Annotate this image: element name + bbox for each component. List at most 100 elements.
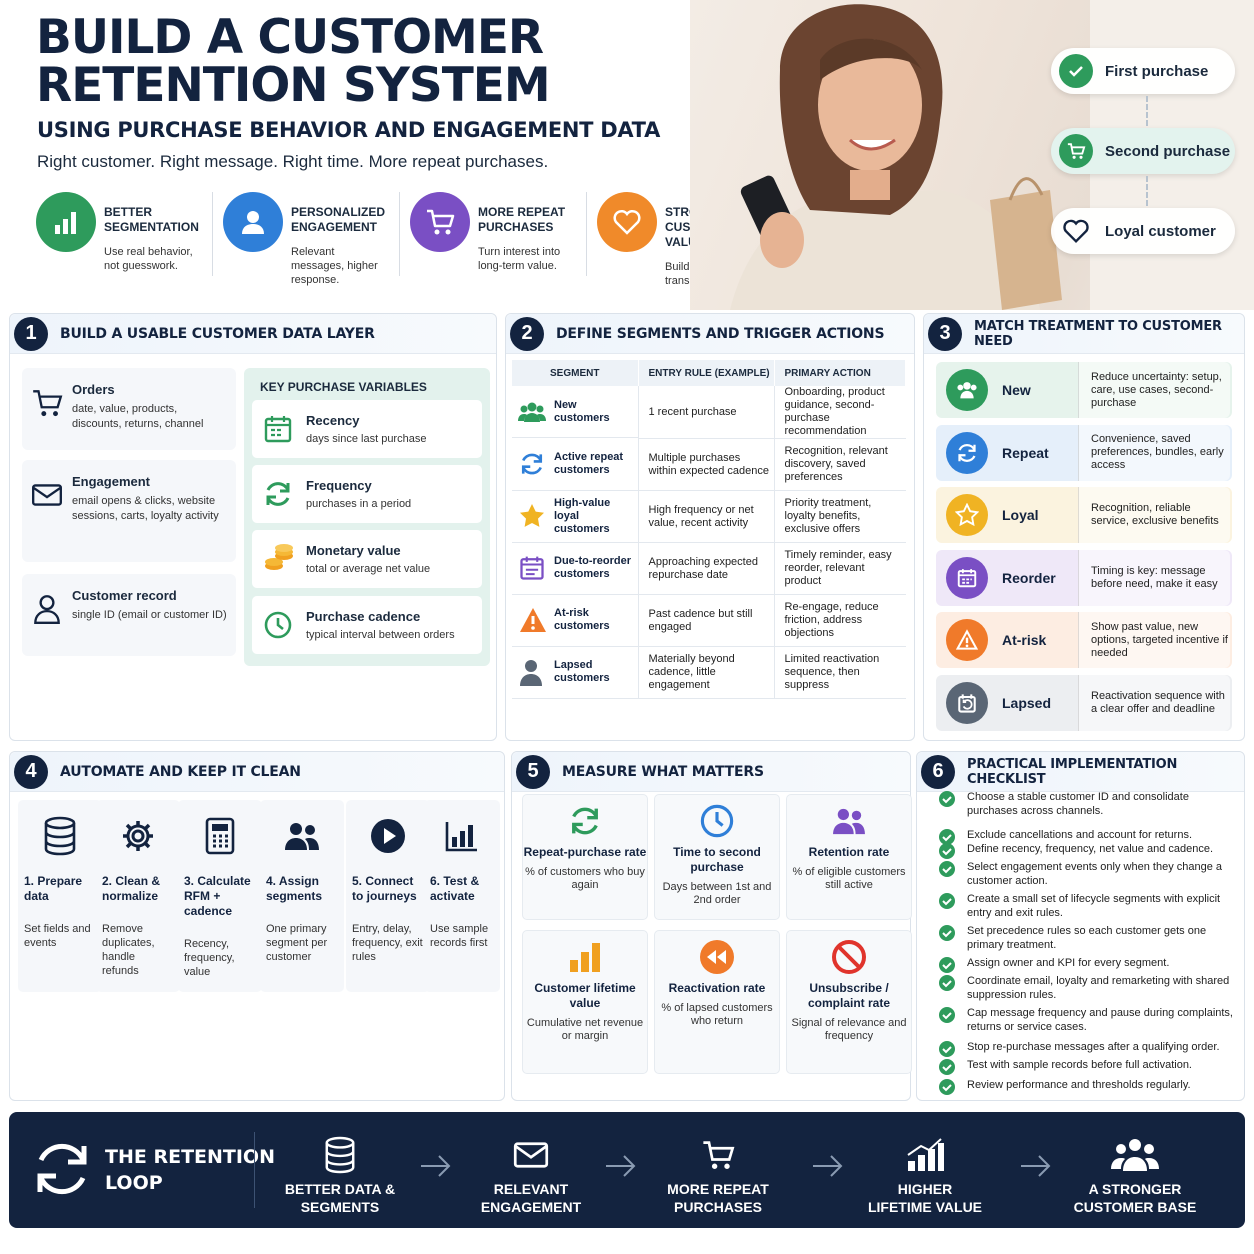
primary-action: Timely reminder, easy reorder, relevant … (774, 542, 906, 595)
kpi-title: Customer lifetime value (534, 981, 636, 1010)
loop-icon (31, 1138, 93, 1200)
page-title: BUILD A CUSTOMER RETENTION SYSTEM (36, 10, 551, 113)
loop-step-label: BETTER DATA & SEGMENTS (284, 1181, 396, 1215)
check-circle-icon (939, 829, 967, 845)
variables-header: KEY PURCHASE VARIABLES (260, 380, 427, 394)
warning-icon (518, 606, 554, 634)
refresh-icon (262, 478, 306, 510)
warning-icon (946, 619, 988, 661)
envelope-icon (30, 478, 72, 512)
variable-title: Recency (306, 413, 360, 428)
coins-icon (262, 542, 306, 576)
checklist-text: Set precedence rules so each customer ge… (967, 925, 1207, 951)
primary-action: Recognition, relevant discovery, saved p… (774, 438, 906, 491)
check-icon (1059, 54, 1093, 88)
treatment-name: Lapsed (1002, 694, 1052, 711)
treatment-desc: Reactivation sequence with a clear offer… (1078, 674, 1230, 731)
journey-label: Second purchase (1105, 142, 1231, 160)
panel-title: PRACTICAL IMPLEMENTATION CHECKLIST (967, 756, 1178, 787)
entry-rule: High frequency or net value, recent acti… (637, 490, 775, 543)
step-desc: Set fields and events (24, 923, 91, 949)
variable-title: Monetary value (306, 543, 401, 558)
loop-step-lifetime: HIGHER LIFETIME VALUE (830, 1130, 1020, 1216)
star-icon (518, 502, 554, 530)
benefit-title: Better segmentation (104, 205, 199, 234)
clock-icon (655, 801, 779, 841)
calendar-icon (946, 556, 988, 599)
primary-action: Priority treatment, loyalty benefits, ex… (774, 490, 906, 543)
entry-rule: Materially beyond cadence, little engage… (637, 646, 775, 699)
variable-desc: purchases in a period (306, 498, 412, 510)
primary-action: Limited reactivation sequence, then supp… (774, 646, 906, 699)
variable-title: Purchase cadence (306, 609, 421, 624)
benefit-desc: Relevant messages, higher response. (291, 246, 378, 286)
clock-icon (262, 609, 306, 641)
kpi-desc: % of lapsed customers who return (661, 1002, 773, 1027)
entry-rule: Past cadence but still engaged (637, 594, 775, 647)
loop-divider (254, 1132, 255, 1208)
kpi-desc: Cumulative net revenue or margin (526, 1017, 644, 1042)
table-row: At-risk customers Past cadence but still… (512, 594, 906, 647)
checklist-item: Set precedence rules so each customer ge… (939, 924, 1235, 952)
group-icon (1040, 1130, 1230, 1180)
play-icon (352, 806, 424, 866)
benefit-engagement: Personalized engagementRelevant messages… (223, 192, 400, 286)
reactivate-icon (946, 681, 988, 724)
treatment-name: Reorder (1002, 569, 1056, 586)
panel-number: 6 (921, 754, 955, 789)
panel-number: 5 (516, 754, 550, 789)
table-row: New customers 1 recent purchase Onboardi… (512, 386, 906, 439)
segment-name: Lapsed customers (554, 659, 610, 684)
cart-icon (623, 1130, 813, 1180)
benefit-segmentation: Better segmentationUse real behavior, no… (36, 192, 213, 276)
checklist-item: Review performance and thresholds regula… (939, 1078, 1235, 1095)
kpi-title: Time to second purchase (673, 845, 761, 874)
journey-connector (1146, 96, 1148, 126)
kpi-repeat-purchase-rate: Repeat-purchase rate% of customers who b… (522, 794, 648, 920)
page-subtitle: USING PURCHASE BEHAVIOR AND ENGAGEMENT D… (37, 118, 661, 142)
gear-icon (102, 806, 174, 866)
checklist-text: Cap message frequency and pause during c… (967, 1007, 1233, 1033)
checklist-text: Define recency, frequency, net value and… (967, 843, 1214, 855)
entry-rule: Approaching expected repurchase date (637, 542, 775, 595)
checklist-item: Cap message frequency and pause during c… (939, 1006, 1235, 1034)
check-circle-icon (939, 1007, 967, 1023)
check-circle-icon (939, 791, 967, 807)
step-desc: Remove duplicates, handle refunds (102, 923, 155, 977)
checklist-text: Coordinate email, loyalty and remarketin… (967, 975, 1230, 1001)
heart-icon (1059, 214, 1093, 248)
treatment-desc: Show past value, new options, targeted i… (1078, 612, 1230, 668)
step-title: 1. Prepare data (24, 874, 83, 903)
treatment-at-risk: At-risk Show past value, new options, tar… (936, 612, 1232, 668)
panel-number: 4 (14, 754, 48, 789)
cart-icon (30, 386, 72, 420)
loop-step-label: A STRONGER CUSTOMER BASE (1073, 1181, 1197, 1215)
heart-icon (597, 192, 657, 252)
loop-step-label: MORE REPEAT PURCHASES (667, 1181, 769, 1215)
primary-action: Onboarding, product guidance, second-pur… (774, 386, 906, 439)
cart-icon (410, 192, 470, 252)
checklist-text: Select engagement events only when they … (967, 861, 1223, 887)
panel-title: AUTOMATE AND KEEP IT CLEAN (60, 763, 301, 780)
treatment-lapsed: Lapsed Reactivation sequence with a clear… (936, 674, 1232, 731)
loop-title-line2: LOOP (105, 1172, 163, 1194)
check-circle-icon (939, 843, 967, 859)
panel-title: DEFINE SEGMENTS AND TRIGGER ACTIONS (556, 325, 885, 342)
check-circle-icon (939, 925, 967, 941)
segment-name: Due-to-reorder customers (554, 555, 632, 580)
checklist-text: Create a small set of lifecycle segments… (967, 893, 1221, 919)
checklist-text: Test with sample records before full act… (967, 1059, 1192, 1071)
group-icon (518, 400, 554, 424)
treatment-name: At-risk (1002, 632, 1047, 648)
segment-name: High-value loyal customers (554, 496, 611, 535)
kpi-retention-rate: Retention rate% of eligible customers st… (786, 794, 912, 920)
kpi-title: Unsubscribe / complaint rate (807, 981, 891, 1010)
